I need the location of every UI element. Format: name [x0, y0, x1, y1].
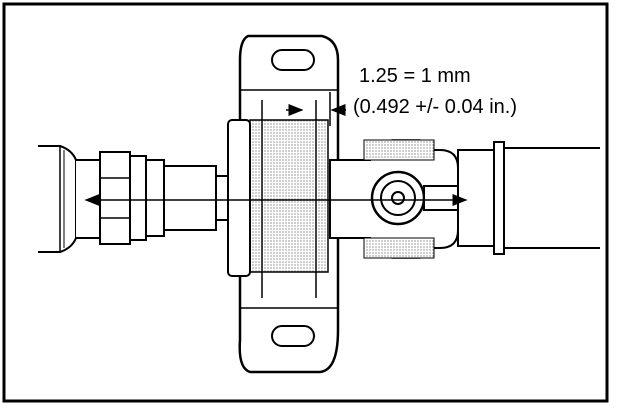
- gap-spec-imperial: (0.492 +/- 0.04 in.): [351, 96, 519, 118]
- hex-nut: [76, 151, 165, 245]
- right-driveshaft-tube: [457, 141, 600, 255]
- left-driveshaft-tube: [38, 145, 77, 253]
- center-bearing-bracket: [227, 34, 340, 374]
- gap-spec-metric: 1.25 = 1 mm: [357, 65, 473, 87]
- universal-joint-yoke: [329, 139, 459, 259]
- gap-dimension-arrows: [286, 92, 346, 126]
- frame-border: [2, 2, 609, 403]
